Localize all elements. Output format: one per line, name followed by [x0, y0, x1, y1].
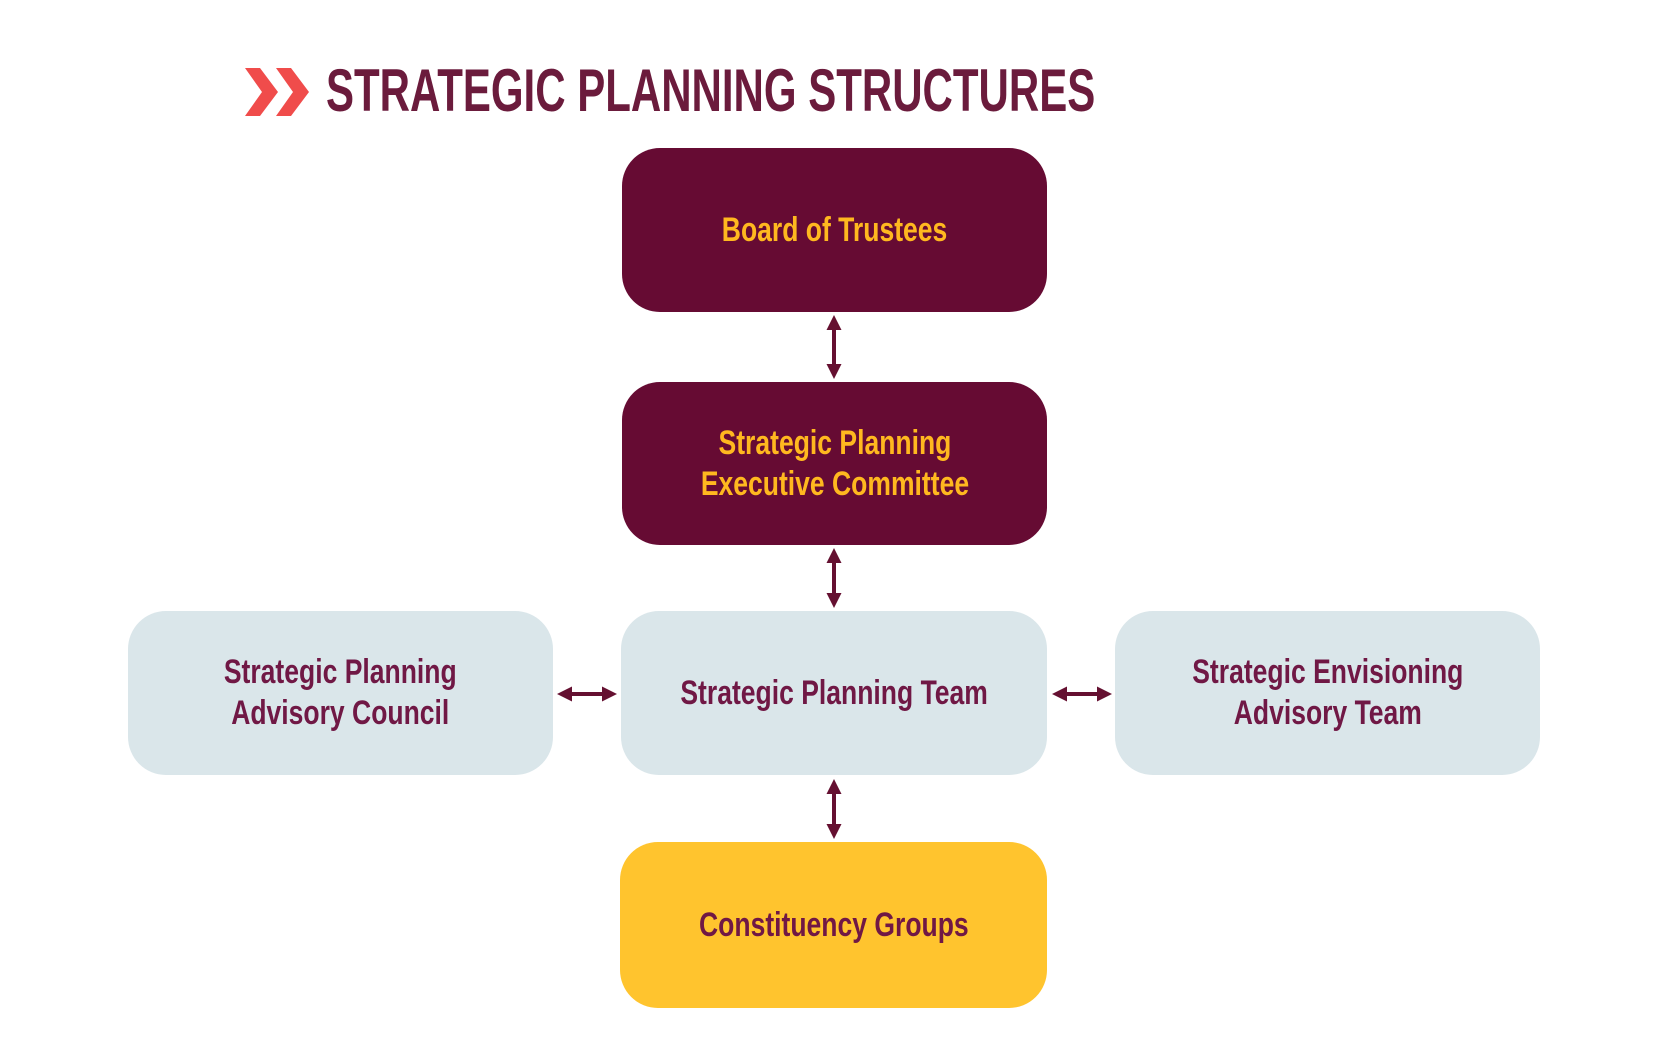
node-constituency-groups: Constituency Groups	[620, 842, 1047, 1008]
node-envisioning-team-label: Strategic Envisioning Advisory Team	[1191, 653, 1464, 732]
node-executive-committee: Strategic Planning Executive Committee	[622, 382, 1047, 545]
arrow-team-to-constituency-icon	[822, 779, 846, 839]
node-planning-team: Strategic Planning Team	[621, 611, 1047, 775]
arrow-exec-to-team-icon	[822, 548, 846, 608]
node-advisory-council-label: Strategic Planning Advisory Council	[224, 653, 457, 732]
node-envisioning-team: Strategic Envisioning Advisory Team	[1115, 611, 1540, 775]
page-title-text: STRATEGIC PLANNING STRUCTURES	[326, 57, 1096, 124]
node-planning-team-label: Strategic Planning Team	[680, 673, 988, 712]
diagram-title-row: STRATEGIC PLANNING STRUCTURES	[0, 56, 1667, 125]
node-constituency-groups-label: Constituency Groups	[698, 905, 969, 944]
node-board-of-trustees-label: Board of Trustees	[721, 210, 948, 249]
arrow-team-to-envisioning-icon	[1052, 681, 1112, 707]
double-chevron-right-icon	[245, 67, 310, 116]
arrow-board-to-exec-icon	[822, 315, 846, 379]
arrow-council-to-team-icon	[557, 681, 617, 707]
node-executive-committee-label: Strategic Planning Executive Committee	[700, 423, 969, 503]
node-board-of-trustees: Board of Trustees	[622, 148, 1047, 312]
page-title: STRATEGIC PLANNING STRUCTURES	[326, 56, 1425, 125]
node-advisory-council: Strategic Planning Advisory Council	[128, 611, 553, 775]
